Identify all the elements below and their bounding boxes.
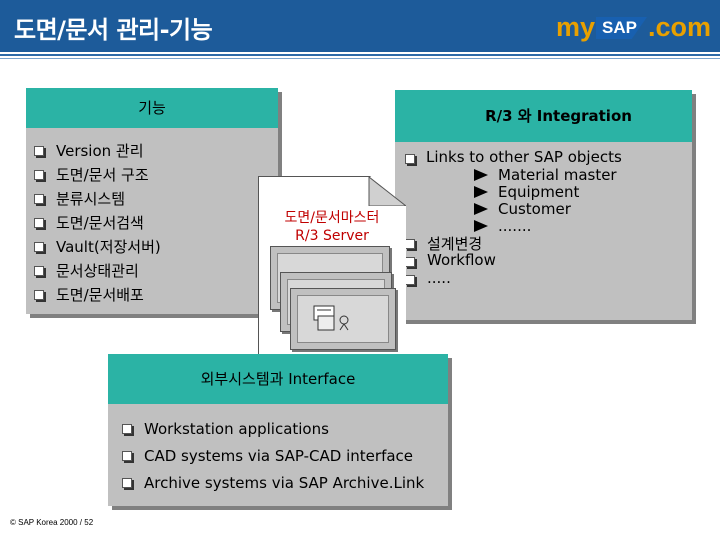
bullet-icon (34, 290, 44, 300)
function-item: 도면/문서배포 (56, 286, 144, 304)
bullet-icon (122, 424, 132, 434)
function-item: 도면/문서 구조 (56, 166, 149, 184)
function-item: 문서상태관리 (56, 262, 139, 280)
document-master-label: 도면/문서마스터 (284, 210, 380, 226)
links-label: Links to other SAP objects (426, 148, 622, 166)
function-item: 도면/문서검색 (56, 214, 144, 232)
integration-item: ..... (427, 269, 451, 287)
linked-object-item: Customer (498, 200, 571, 218)
linked-object-item: Equipment (498, 183, 580, 201)
integration-item: Workflow (427, 251, 496, 269)
interface-panel-title: 외부시스템과 Interface (108, 354, 448, 404)
page-fold-icon (368, 176, 406, 206)
bullet-icon (34, 170, 44, 180)
server-window-front (290, 288, 396, 350)
bullet-icon (34, 218, 44, 228)
header-rule-top (0, 54, 720, 56)
function-item: Version 관리 (56, 142, 144, 160)
arrow-icon (474, 220, 488, 232)
functions-panel-title: 기능 (26, 88, 278, 128)
bullet-icon (405, 257, 415, 267)
header-rule-bottom (0, 58, 720, 59)
bullet-icon (405, 275, 415, 285)
arrow-icon (474, 203, 488, 215)
footer-copyright: © SAP Korea 2000 / 52 (10, 518, 94, 527)
linked-object-item: ....... (498, 217, 532, 235)
interface-item: Archive systems via SAP Archive.Link (144, 474, 425, 492)
bullet-icon (405, 154, 415, 164)
logo-com: .com (648, 12, 712, 42)
r3-server-label: R/3 Server (295, 228, 369, 244)
function-item: Vault(저장서버) (56, 238, 161, 256)
integration-item: 설계변경 (427, 235, 483, 253)
logo-sap: SAP (596, 17, 647, 39)
linked-object-item: Material master (498, 166, 617, 184)
bullet-icon (34, 146, 44, 156)
integration-panel-title: R/3 와 Integration (395, 90, 692, 142)
interface-item: CAD systems via SAP-CAD interface (144, 447, 414, 465)
page-title: 도면/문서 관리-기능 (14, 16, 213, 44)
bullet-icon (34, 242, 44, 252)
bullet-icon (122, 478, 132, 488)
interface-item: Workstation applications (144, 420, 329, 438)
bullet-icon (34, 194, 44, 204)
bullet-icon (405, 239, 415, 249)
logo-my: my (556, 12, 596, 42)
bullet-icon (122, 451, 132, 461)
arrow-icon (474, 186, 488, 198)
bullet-icon (34, 266, 44, 276)
function-item: 분류시스템 (56, 190, 126, 208)
document-viewer-icon (313, 305, 349, 331)
arrow-icon (474, 169, 488, 181)
